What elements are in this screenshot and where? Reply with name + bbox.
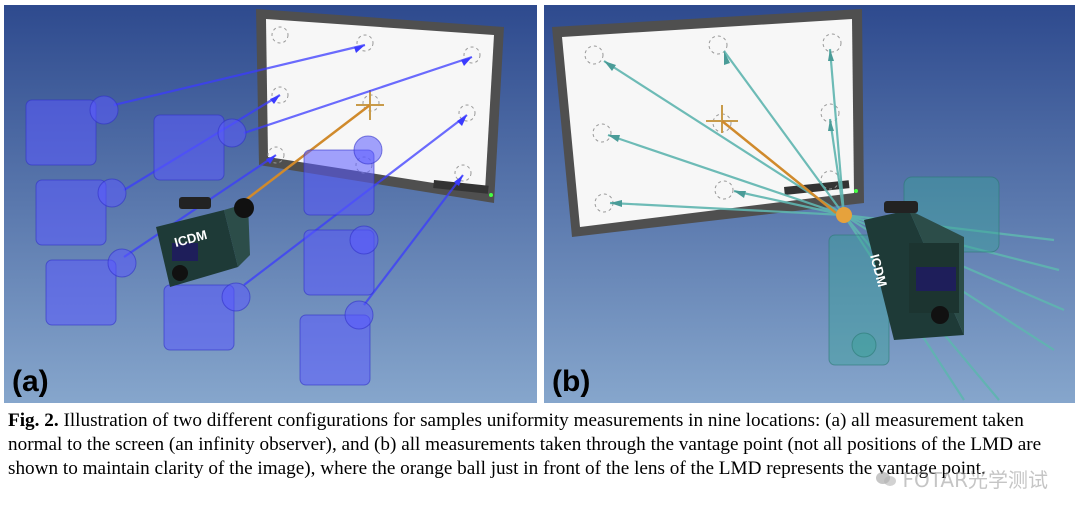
lmd-camera xyxy=(156,197,254,287)
center-beam xyxy=(721,120,837,214)
beam-arrowheads xyxy=(604,49,834,207)
beam-arrowheads xyxy=(266,45,472,186)
panel-b: ICDM (b) xyxy=(544,5,1075,403)
figure-caption: Fig. 2. Illustration of two different co… xyxy=(8,409,1068,481)
panel-a-label: (a) xyxy=(12,365,49,398)
panel-a-illustration xyxy=(4,5,537,403)
watermark-text: FOTAR光学测试 xyxy=(902,468,1049,492)
panel-b-illustration xyxy=(544,5,1075,403)
lmd-camera xyxy=(864,201,964,340)
wechat-icon xyxy=(875,471,896,486)
vantage-point-ball xyxy=(836,207,852,223)
ghost-lmds xyxy=(25,95,383,386)
caption-text: Illustration of two different configurat… xyxy=(8,410,1042,479)
panel-b-label: (b) xyxy=(552,365,591,398)
panel-a: ICDM (a) xyxy=(4,5,537,403)
watermark: FOTAR光学测试 xyxy=(875,464,1049,493)
figure-label: Fig. 2. xyxy=(8,410,59,431)
monitor xyxy=(552,9,864,237)
